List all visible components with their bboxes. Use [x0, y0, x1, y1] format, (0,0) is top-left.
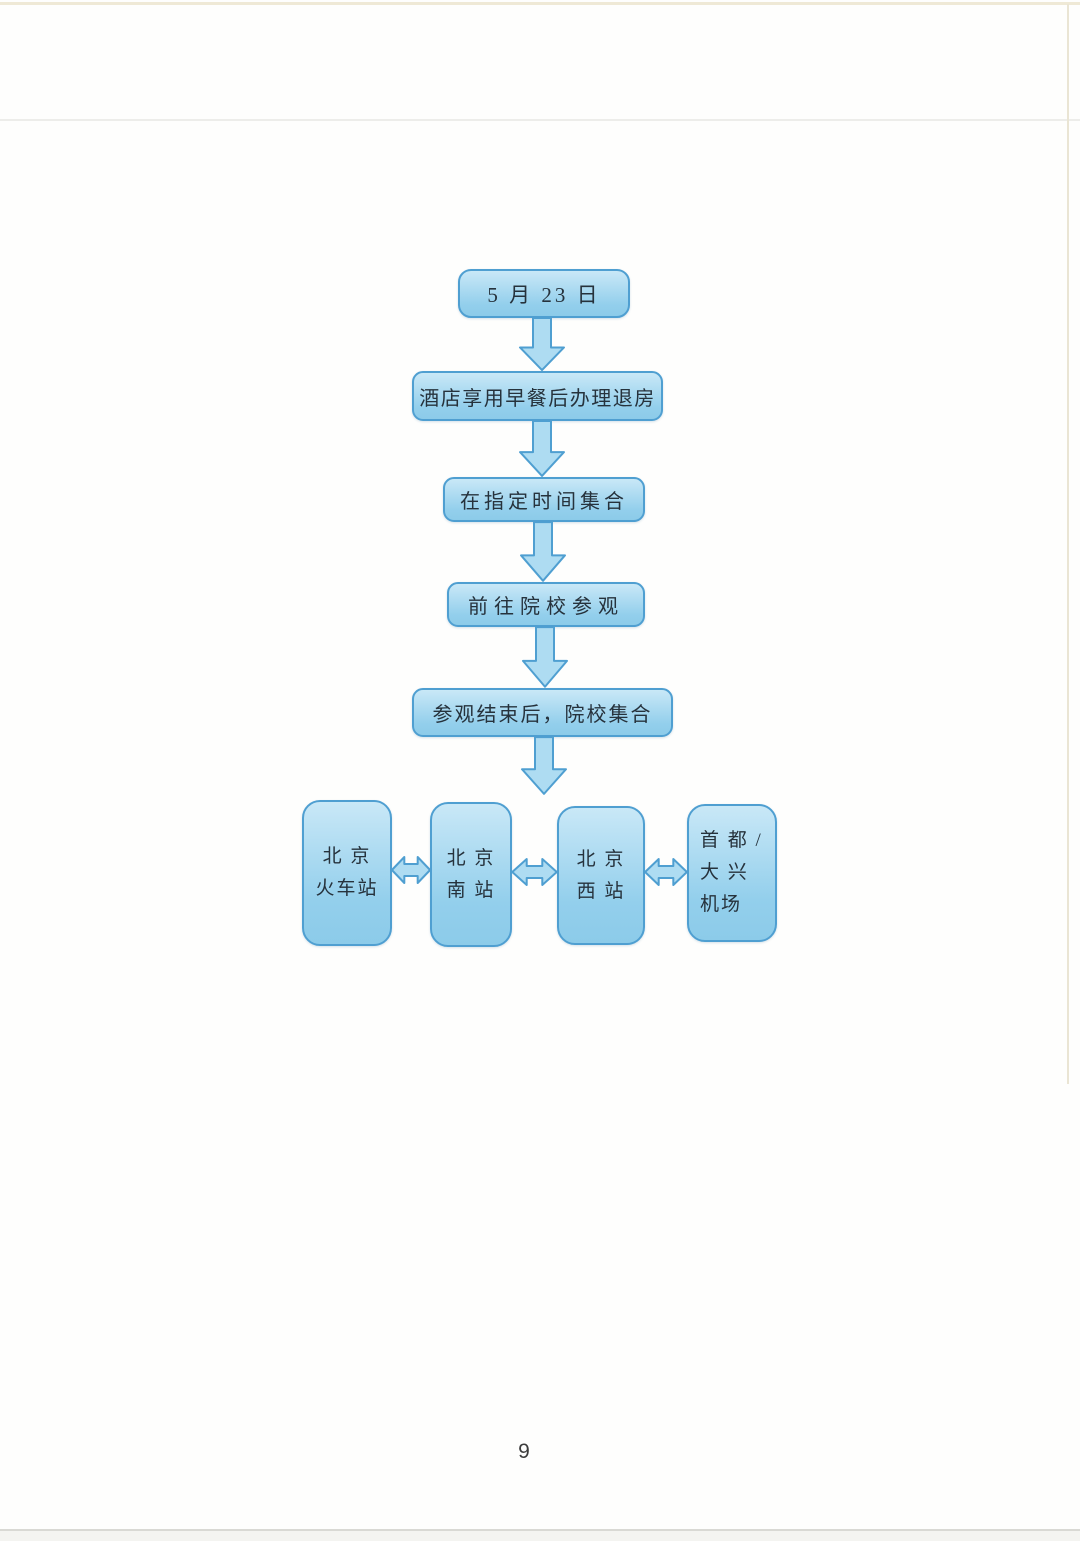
flow-step-label: 参观结束后，院校集合 [432, 704, 653, 726]
flow-step-label: 前往院校参观 [468, 596, 624, 618]
down-arrow-icon [518, 521, 568, 583]
station-label: 北 京 南 站 [446, 847, 496, 901]
station-capital-daxing-airport: 首 都 / 大 兴 机场 [687, 804, 777, 942]
down-arrow-icon [517, 420, 567, 478]
station-beijing-west: 北 京 西 站 [557, 806, 645, 945]
scan-artifact-right-edge [1067, 4, 1069, 1084]
station-beijing-railway: 北 京 火车站 [302, 800, 392, 946]
station-label: 北 京 火车站 [315, 846, 379, 899]
flow-step-label: 5 月 23 日 [487, 282, 601, 307]
station-label: 首 都 / 大 兴 机场 [700, 830, 763, 915]
flow-step-regroup: 参观结束后，院校集合 [412, 688, 673, 737]
double-arrow-icon [643, 855, 689, 889]
station-label: 北 京 西 站 [576, 848, 626, 902]
flow-step-assemble: 在指定时间集合 [443, 477, 645, 522]
page-number: 9 [518, 1440, 530, 1463]
flow-step-checkout: 酒店享用早餐后办理退房 [412, 371, 663, 421]
scan-artifact-top-line [0, 2, 1080, 5]
down-arrow-icon [519, 736, 569, 796]
scan-artifact-bottom-strip [0, 1531, 1080, 1541]
flow-step-visit: 前往院校参观 [447, 582, 645, 627]
scan-artifact-mid-line [0, 119, 1080, 121]
flow-step-label: 在指定时间集合 [460, 491, 628, 513]
double-arrow-icon [390, 853, 432, 887]
double-arrow-icon [510, 855, 559, 889]
down-arrow-icon [520, 626, 570, 689]
scan-artifact-bottom-line [0, 1529, 1080, 1531]
station-beijing-south: 北 京 南 站 [430, 802, 512, 947]
down-arrow-icon [517, 317, 567, 372]
flow-step-label: 酒店享用早餐后办理退房 [419, 387, 656, 410]
flow-step-date: 5 月 23 日 [458, 269, 630, 318]
